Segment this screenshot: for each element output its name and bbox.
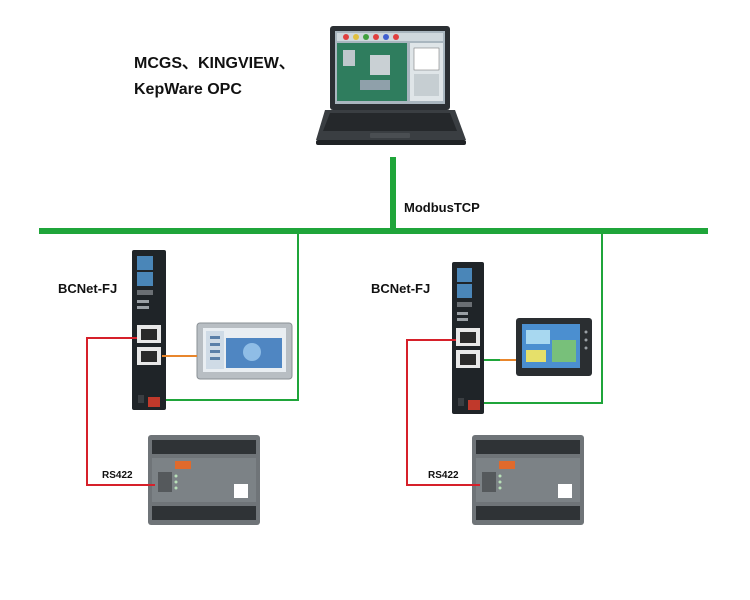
hmi-panel-right (516, 318, 592, 376)
gateway-right (452, 262, 484, 414)
gateway-left (132, 250, 166, 410)
plc-right (472, 435, 584, 525)
software-line-2: KepWare OPC (134, 81, 242, 98)
laptop-icon (316, 26, 466, 145)
plc-left (148, 435, 260, 525)
serial-link-right (406, 339, 480, 486)
hmi-panel-left (196, 322, 293, 380)
serial-label-left: RS422 (102, 470, 133, 481)
gateway-label-right: BCNet-FJ (371, 281, 431, 296)
protocol-label: ModbusTCP (404, 200, 480, 215)
software-line-1: MCGS、KINGVIEW、 (134, 55, 295, 72)
ethernet-lines (39, 157, 708, 404)
serial-label-right: RS422 (428, 470, 459, 481)
serial-link-left (86, 337, 155, 486)
gateway-label-left: BCNet-FJ (58, 281, 118, 296)
